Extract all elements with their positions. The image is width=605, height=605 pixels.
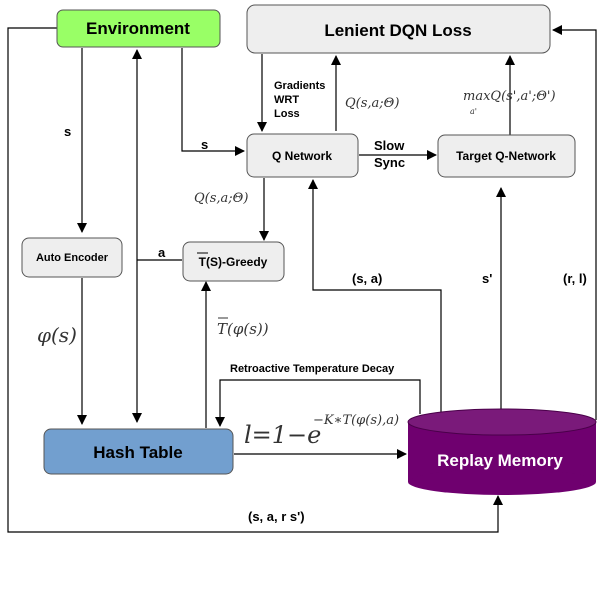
edge-replay-to-qnet: [308, 179, 442, 416]
environment-label: Environment: [86, 19, 190, 38]
q-network-label: Q Network: [272, 149, 332, 163]
auto-encoder-node: Auto Encoder: [21, 237, 123, 278]
label-q-sa-theta-2: Q(s,a;Θ): [194, 191, 248, 206]
lenient-loss-label: Lenient DQN Loss: [324, 21, 471, 40]
label-phi-s: φ(s): [37, 323, 77, 347]
label-r-l: (r, l): [563, 271, 587, 286]
formula-l-base: l=1−e: [244, 421, 321, 449]
label-slow-sync: Slow Sync: [374, 138, 405, 170]
lenient-loss-node: Lenient DQN Loss: [246, 4, 551, 54]
edge-replay-to-hash-decay: [215, 379, 421, 427]
label-t-phi: T(φ(s)): [217, 320, 269, 338]
label-s-to-q: s: [201, 137, 208, 152]
label-max-q: maxQ(s',a';Θ'): [463, 89, 556, 104]
label-gradients-line1: Gradients: [274, 80, 325, 92]
label-a: a: [158, 245, 166, 260]
hash-table-node: Hash Table: [43, 428, 234, 475]
environment-node: Environment: [56, 9, 221, 48]
label-retroactive-decay: Retroactive Temperature Decay: [230, 363, 395, 375]
replay-memory-node: Replay Memory: [407, 408, 597, 495]
label-s-prime: s': [482, 271, 492, 286]
auto-encoder-label: Auto Encoder: [36, 252, 109, 264]
target-q-network-node: Target Q-Network: [437, 134, 576, 178]
label-gradients-line3: Loss: [274, 108, 300, 120]
t-greedy-label: T(S)-Greedy: [199, 255, 268, 269]
label-s-left: s: [64, 124, 71, 139]
edge-env-to-qnet: [181, 48, 245, 156]
label-transition: (s, a, r s'): [248, 509, 305, 524]
label-max-q-sub: a': [470, 107, 477, 116]
label-gradients-line2: WRT: [274, 94, 299, 106]
edge-env-to-replay-loop: [7, 27, 503, 533]
replay-memory-label: Replay Memory: [437, 451, 563, 470]
hash-table-label: Hash Table: [93, 443, 182, 462]
label-sa: (s, a): [352, 271, 382, 286]
lenience-formula: l=1−e −K∗T(φ(s),a): [244, 413, 399, 449]
q-network-node: Q Network: [246, 133, 359, 178]
t-greedy-node: T(S)-Greedy: [182, 241, 285, 282]
label-slow: Slow: [374, 138, 405, 153]
target-q-network-label: Target Q-Network: [456, 149, 556, 163]
label-sync: Sync: [374, 155, 405, 170]
label-gradients: Gradients WRT Loss: [274, 80, 325, 120]
edge-replay-to-loss: [552, 25, 597, 420]
label-q-sa-theta: Q(s,a;Θ): [345, 96, 399, 111]
formula-exponent: −K∗T(φ(s),a): [313, 413, 399, 428]
